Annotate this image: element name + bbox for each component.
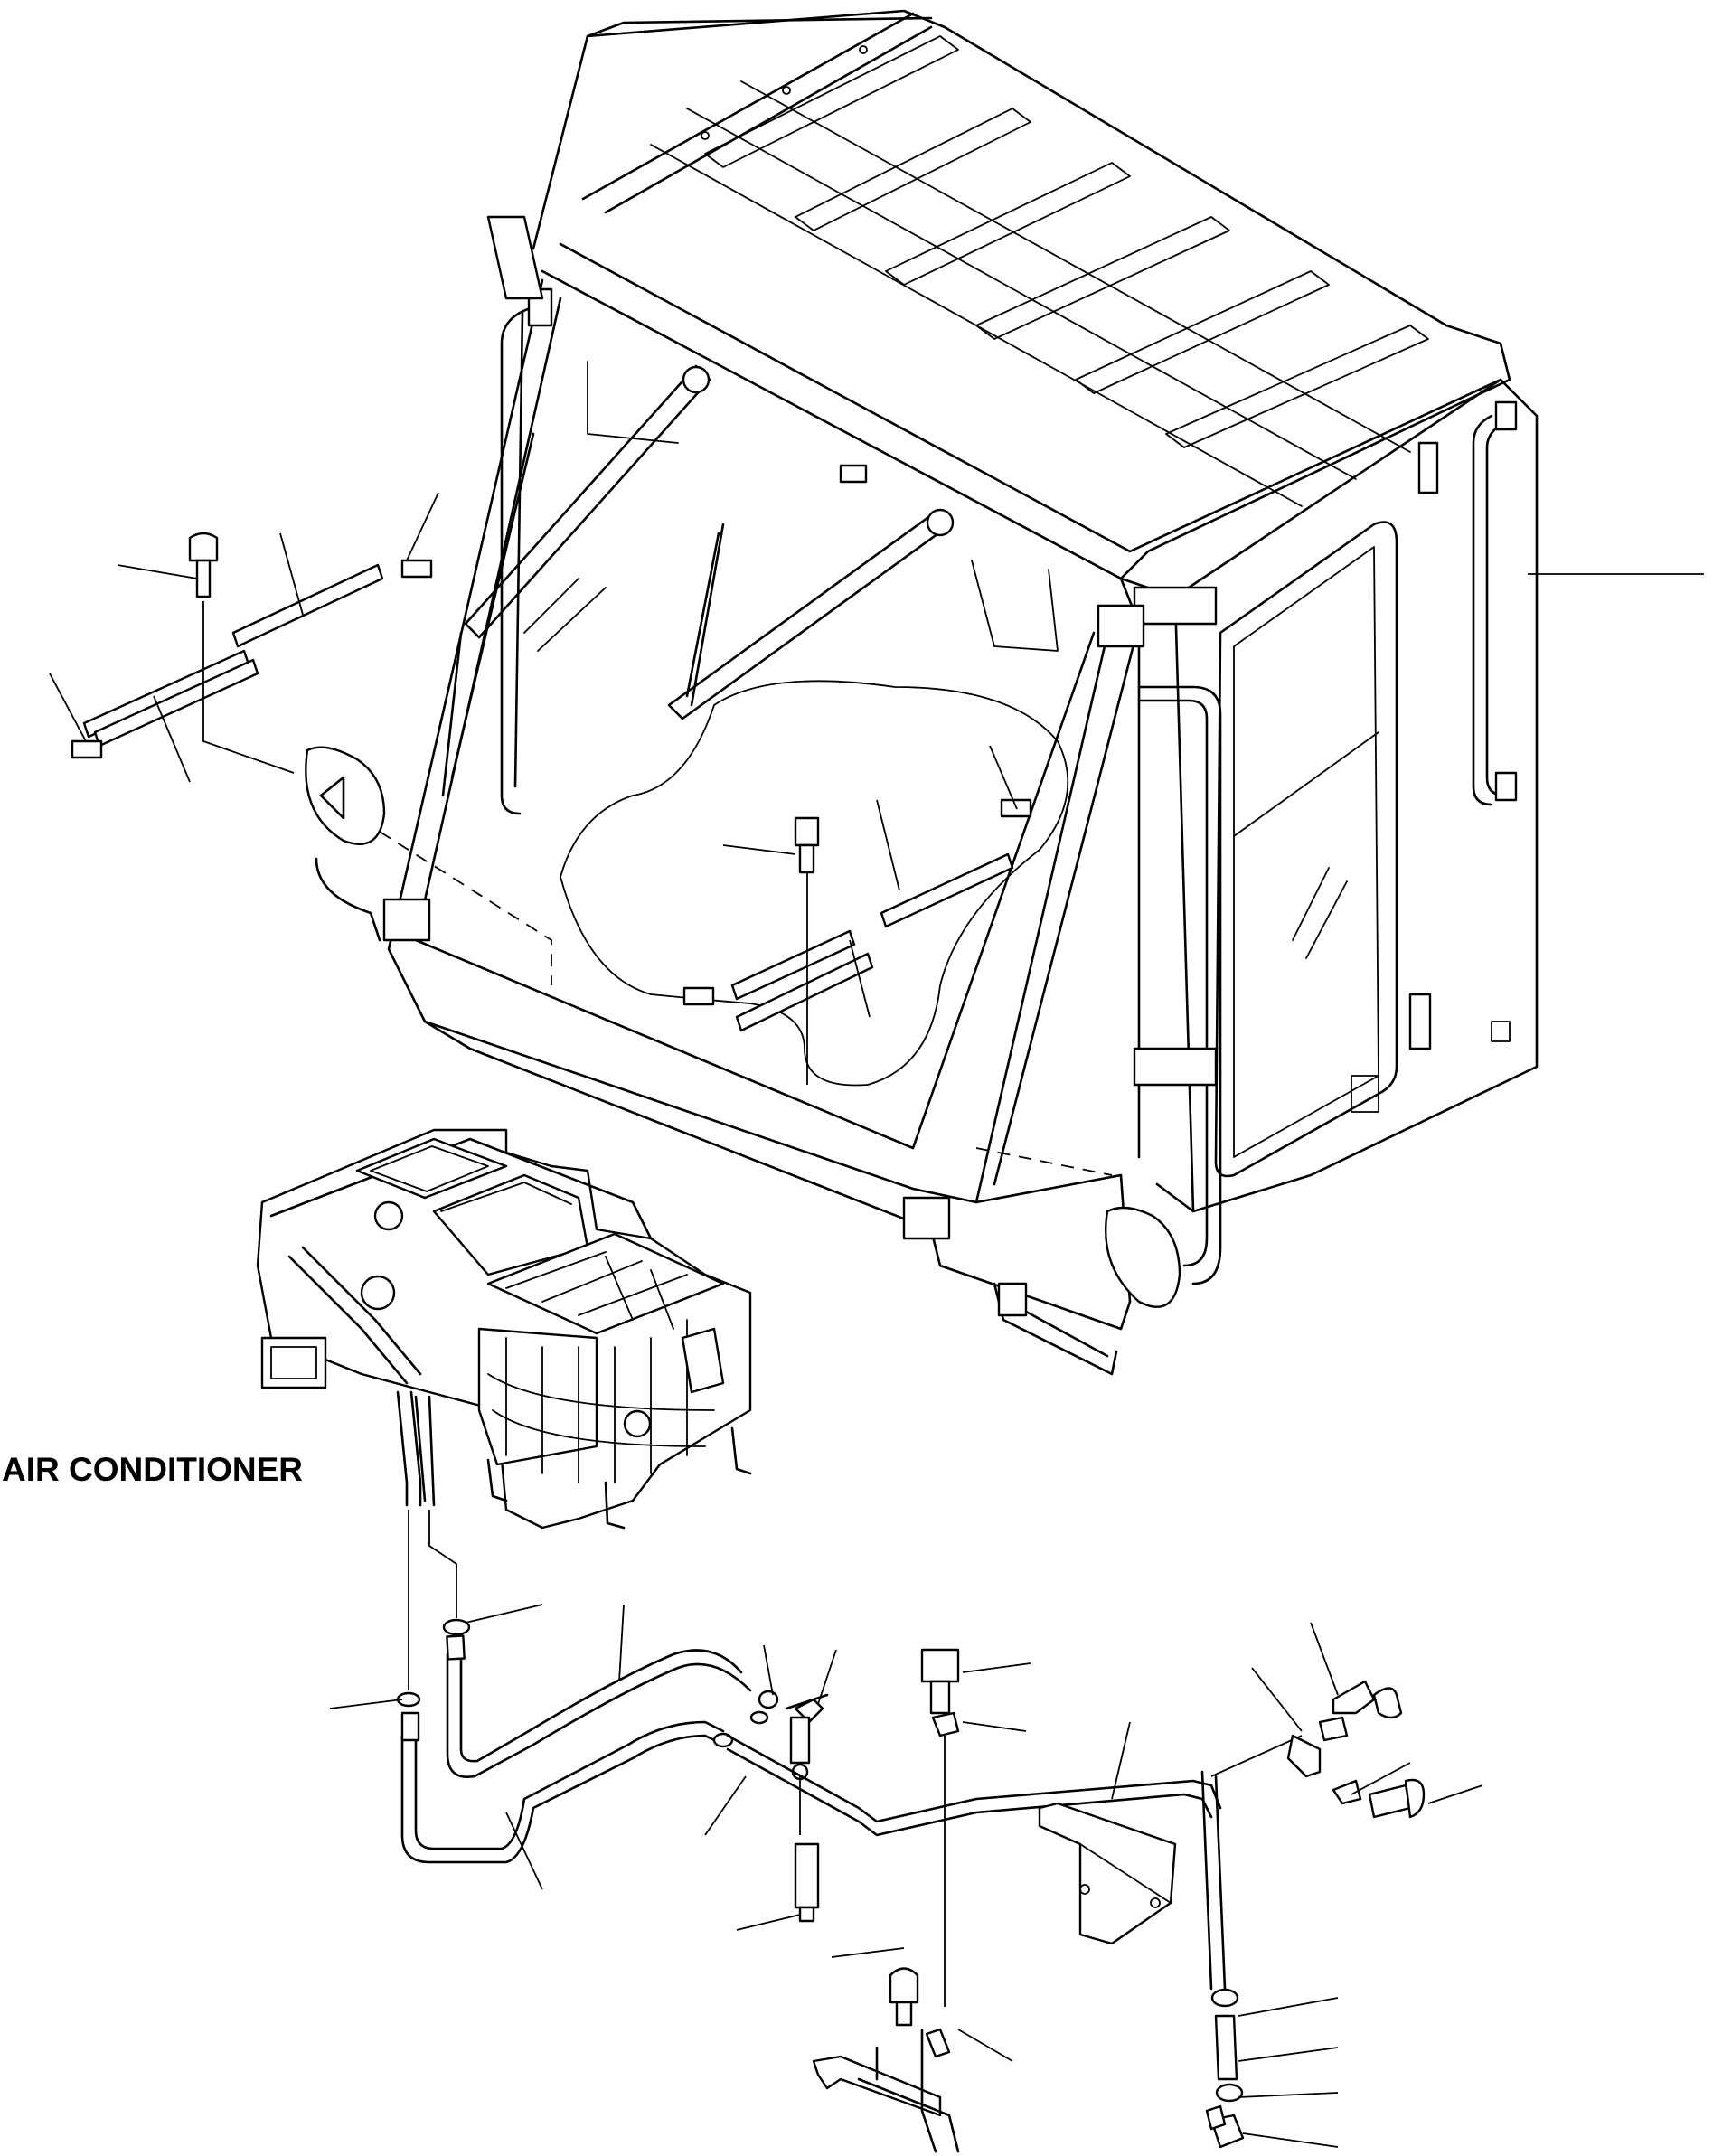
right-mirror [993,1206,1181,1376]
air-conditioner-label: AIR CONDITIONER [2,1451,303,1488]
hose-clamps-and-fittings [726,1648,1426,2153]
callout-leaders [49,492,1704,2148]
operator-cab [305,9,1539,1376]
floor-mat-parts [71,532,433,774]
roof-slats [650,35,1429,507]
front-wiper [441,364,955,797]
side-door-window [1214,521,1398,1178]
left-mirror [305,746,386,942]
drain-hoses [396,1510,769,1864]
air-conditioner-unit [256,1128,752,1530]
